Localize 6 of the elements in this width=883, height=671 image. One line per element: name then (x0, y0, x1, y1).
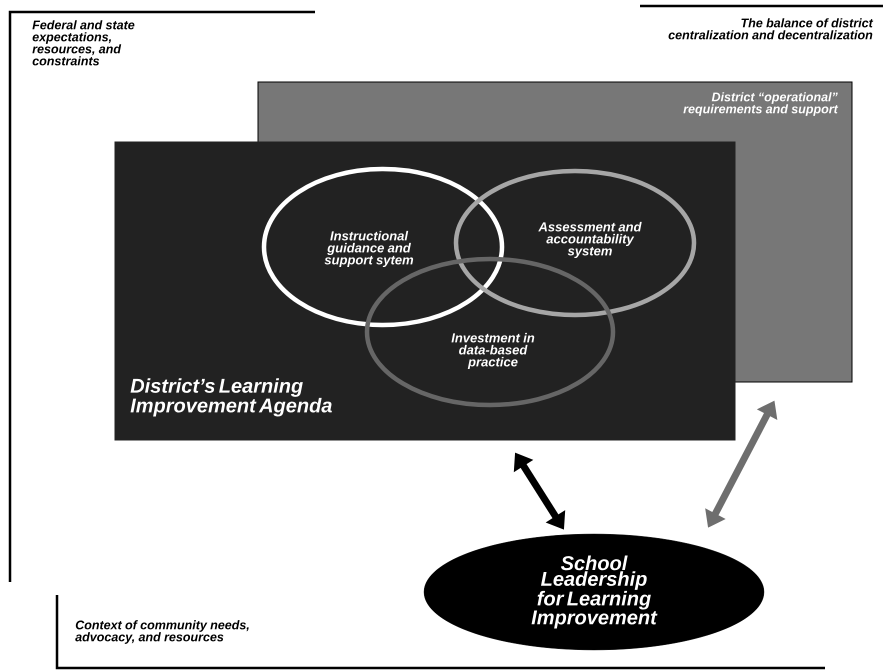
ellipse-label: Assessment and accountability system (538, 222, 642, 258)
context-label: Federal and state expectations, resources, and constraints (32, 20, 134, 66)
context-label: Context of community needs, advocacy, and resources (75, 620, 249, 644)
ellipse-label: Instructional guidance and support sytem (324, 230, 414, 268)
ellipse-label: Investment in data-based practice (451, 332, 534, 370)
context-label: The balance of district centralization and decentralization (668, 18, 874, 40)
